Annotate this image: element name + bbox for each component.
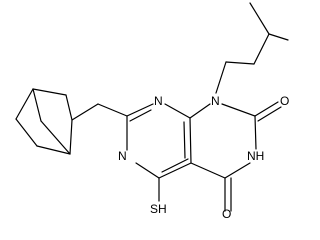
molecule-structure-diagram: N N N NH O O SH [15,2,289,221]
bond-c2-o [254,101,279,117]
bond-c5-c4a [158,162,192,179]
atom-n1: N [211,94,220,108]
bond-isobutyl-3 [253,33,270,65]
bond-isobutyl-2 [268,33,289,41]
bond-isobutyl-1 [249,2,270,35]
bonds [15,2,289,212]
bond-n6-c5 [135,162,160,179]
atom-labels: N N N NH O O SH [118,94,289,221]
bond-ch2-norbornyl [71,103,99,121]
bond-c5-c4a-double [161,158,189,173]
atom-n3: NH [247,149,264,163]
bond-nb-2 [32,88,67,96]
bond-c2-n3 [254,115,257,150]
bond-nb-8 [40,120,71,155]
bond-n1-c2 [221,103,256,117]
atom-o-bottom: O [222,207,231,221]
bond-n8-c7-double [129,109,152,122]
bond-isobutyl-5 [215,61,227,94]
bond-nb-7 [32,88,42,122]
bond-nb-3 [15,88,34,120]
bond-nb-6 [69,119,73,155]
structure-svg: N N N NH O O SH [15,2,289,221]
bond-c8a-n1 [189,103,211,119]
bond-c4a-c8a [189,117,192,164]
bond-c2-o-double [257,106,282,122]
bond-n3-c4 [224,162,251,179]
atom-o-top: O [280,94,289,108]
bond-nb-1 [65,94,73,121]
bond-c4a-c8a-double [183,121,186,159]
bond-nb-4 [15,118,38,147]
bond-n8-c7 [126,103,154,117]
atom-sh: SH [150,202,167,216]
bond-c7-ch2 [97,103,128,117]
bond-nb-5 [36,145,71,155]
bond-c4-c4a [190,162,226,179]
bond-isobutyl-4 [225,61,255,65]
atom-n-left: N [118,149,127,163]
atom-n-top: N [154,94,163,108]
bond-c8a-n8 [164,103,191,119]
